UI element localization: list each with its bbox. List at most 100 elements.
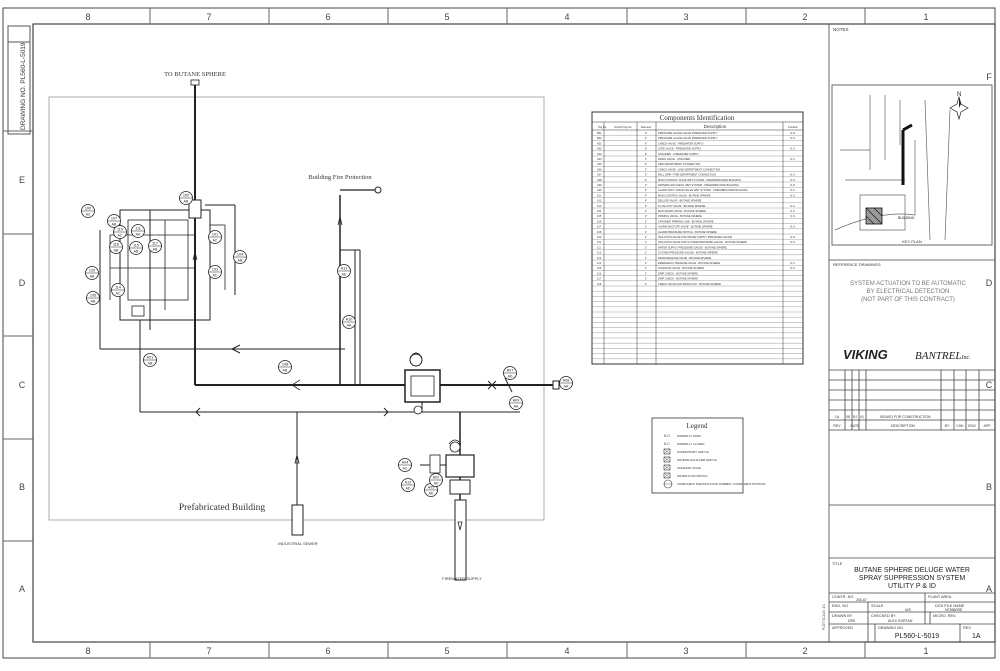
bubble-tag: A09 <box>513 399 520 403</box>
drawing-no-label: DRAWING NO. <box>878 626 904 630</box>
bubble-tag: A02 <box>433 476 440 480</box>
component-cell: 6" <box>645 152 647 156</box>
component-cell: PRESSURE GAUGE VALVE FIREWATER SUPPLY <box>658 136 718 140</box>
component-cell: 2" <box>645 188 647 192</box>
note-line: SYSTEM ACTUATION TO BE AUTOMATIC <box>850 281 966 287</box>
component-cell: FIRE DEPARTMENT CONNECTION <box>658 162 700 166</box>
component-cell: 102 <box>597 199 602 203</box>
legend-item: WATER FLOW SWITCH <box>663 472 707 479</box>
component-cell: WATERFLOW CHECK WET SYSTEM - PREFABRICAT… <box>658 183 739 187</box>
notes-label: NOTES <box>833 27 849 32</box>
component-cell: STRAINER PRIMING LINE - BUTANE SPHERE <box>658 219 714 223</box>
col-label: 3 <box>683 646 688 656</box>
component-cell: 112 <box>597 251 602 255</box>
row-label: B <box>986 482 992 492</box>
legend-text: WATER FLOW SWITCH <box>677 474 707 478</box>
components-header: Symbol Tag No. <box>614 125 633 129</box>
col-label: 2 <box>802 12 807 22</box>
legend-item: N.O. NORMALLY OPEN <box>664 434 701 438</box>
component-cell: 103 <box>597 204 602 208</box>
rev-entry: 1A <box>835 415 840 419</box>
rev-header: ENG <box>968 424 976 428</box>
component-cell: 4" <box>645 193 647 197</box>
bubble-tag: 111 <box>135 227 141 231</box>
component-cell: EMERGENCY RELEASE VALVE - BUTANE SPHERE <box>658 261 720 265</box>
row-label: E <box>19 175 25 185</box>
component-cell: 2" <box>645 157 647 161</box>
inner-border <box>32 23 996 643</box>
col-label: 3 <box>683 12 688 22</box>
dgs-label: DGS FILE NAME <box>935 604 965 608</box>
components-title: Components Identification <box>660 114 735 122</box>
legend-text: SOLENOID VALVE <box>677 466 701 470</box>
component-cell: 105 <box>597 214 602 218</box>
component-cell: 1" <box>645 230 647 234</box>
bubble-position: AB <box>91 300 96 304</box>
component-cell: N.O. <box>790 225 796 229</box>
bubble-position: AB <box>134 250 139 254</box>
col-label: 7 <box>206 646 211 656</box>
row-label: C <box>986 380 993 390</box>
bubble-tag: 100 <box>85 207 91 211</box>
bubble-position: AB <box>114 249 119 253</box>
component-cell: ISOLATION VALVE FOR SYSTEM PRESSURE GAUG… <box>658 240 747 244</box>
component-cell: 1" <box>645 277 647 281</box>
bubble-tag: 105 <box>90 294 96 298</box>
component-cell: N.C. <box>790 209 795 213</box>
component-cell: N.O. <box>790 214 796 218</box>
component-bubbles: 100AZ107AB110AC111AA116AB115AB117AB120AB… <box>81 191 573 497</box>
component-cell: N.O. <box>790 147 796 151</box>
compass-north: N <box>957 92 961 98</box>
component-cell: 1" <box>645 240 647 244</box>
component-cell: N.O. <box>790 183 796 187</box>
component-cell: A04 <box>597 157 602 161</box>
component-cell: 104 <box>597 209 602 213</box>
component-cell: A07 <box>597 173 602 177</box>
diagram-labels: TO BUTANE SPHERE Building Fire Protectio… <box>164 71 482 581</box>
row-label: D <box>986 278 993 288</box>
bubble-position: AA <box>347 324 352 328</box>
bubble-tag: 116 <box>113 243 119 247</box>
bubble-tag: A05 <box>428 486 435 490</box>
bubble-tag: 114 <box>115 286 121 290</box>
bubble-tag: 104 <box>237 253 243 257</box>
legend-text: NORMALLY OPEN <box>677 434 701 438</box>
legend-code: N.O. <box>664 434 671 438</box>
component-cell: CHECK VALVE FOR DRAIN CUP - BUTANE SPHER… <box>658 282 721 286</box>
component-cell: A10 <box>597 188 602 192</box>
bubble-position: AC <box>118 234 123 238</box>
fire-protection-label: Building Fire Protection <box>308 174 372 181</box>
title-label: TITLE <box>832 562 843 566</box>
rev-entry: 08 <box>846 415 850 419</box>
component-cell: N.C. <box>790 261 795 265</box>
component-cell: MAIN CONTROL VALVE WET SYSTEM - PREFABRI… <box>658 178 741 182</box>
component-cell: A08 <box>597 178 602 182</box>
component-cell: ALARM SHUTOFF VALVE - BUTANE SPHERE <box>658 225 713 229</box>
bubble-position: AD <box>429 492 434 496</box>
bubble-position: AA <box>136 233 141 237</box>
component-cell: 1" <box>645 256 647 260</box>
component-cell: 2" <box>645 173 647 177</box>
legend-text: WATERFLOW ALARM SWITCH <box>677 458 717 462</box>
contr-no-label: CONTR. NO. <box>832 595 854 599</box>
bubble-position: AB <box>153 248 158 252</box>
component-cell: 2" <box>645 183 647 187</box>
